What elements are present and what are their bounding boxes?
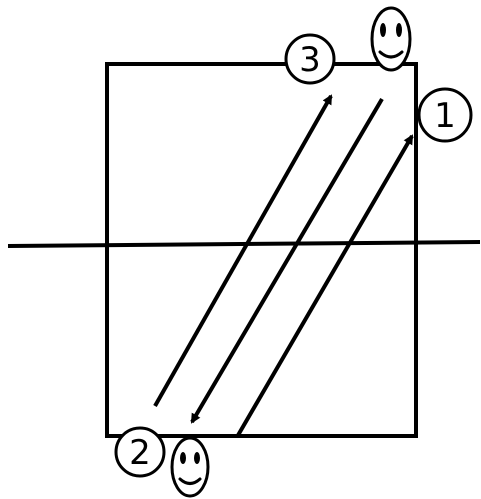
step-2-label: 2 [129,433,151,473]
smiley-face-icon [370,6,412,72]
step-1-marker: 1 [417,87,473,143]
rectangle-box [105,62,418,438]
step-1-circle [417,87,473,143]
step-3-circle [284,33,336,85]
step-2-circle [114,426,166,478]
arrow-2-to-3 [153,94,333,407]
step-3-label: 3 [299,40,321,80]
smiley-face-icon [170,436,210,498]
step-3-marker: 3 [284,33,336,85]
horizontal-line [7,240,481,248]
step-1-label: 1 [434,96,456,136]
arrow-bottom-right-to-1 [235,134,414,439]
arrow-top-face-to-2 [190,97,384,424]
step-2-marker: 2 [114,426,166,478]
